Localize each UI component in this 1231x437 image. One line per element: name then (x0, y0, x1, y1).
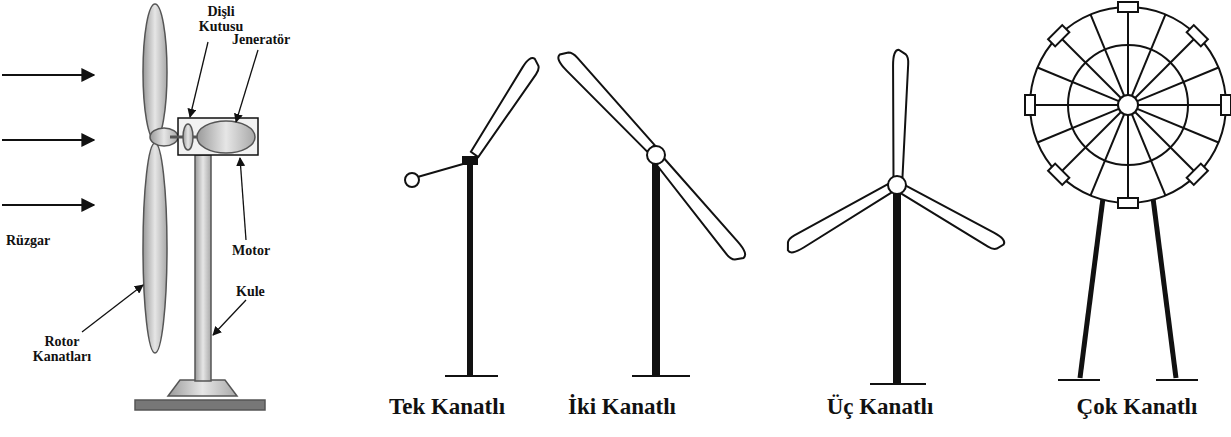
counterweight-arm (414, 162, 470, 178)
counterweight (405, 173, 419, 187)
spoke (1030, 104, 1118, 106)
caption-label: İki Kanatlı (568, 394, 676, 419)
two-blade-turbine (556, 46, 748, 376)
nacelle (178, 118, 258, 155)
wind-arrow (2, 74, 94, 76)
leader-line (240, 158, 246, 240)
hub (647, 146, 665, 164)
part-label: Rotor Kanatları (22, 334, 102, 365)
generator (197, 121, 255, 153)
caption-label: Tek Kanatlı (389, 394, 505, 419)
hub (1118, 95, 1138, 115)
wind-arrow (2, 204, 94, 206)
spoke (1137, 67, 1218, 101)
paddle (1048, 25, 1069, 46)
leg (1080, 198, 1103, 378)
caption-label: Çok Kanatlı (1077, 394, 1198, 419)
blade (783, 184, 896, 255)
wind-arrows (2, 75, 94, 205)
outer-rim (1030, 7, 1226, 203)
leader-line (190, 42, 208, 117)
part-label: Rüzgar (6, 233, 50, 248)
spoke (1090, 14, 1124, 95)
leader-lines (82, 42, 258, 335)
pole (467, 162, 473, 376)
turbine-detail (135, 4, 265, 410)
leg (1153, 198, 1176, 378)
base-line (1058, 379, 1100, 381)
blade (465, 56, 544, 157)
spokes (1025, 2, 1231, 208)
part-label: Jeneratör (232, 32, 290, 47)
pole (893, 188, 901, 384)
spoke (1037, 109, 1118, 143)
tower-base (168, 380, 237, 396)
rotor-blade (143, 143, 167, 353)
paddle (1221, 95, 1231, 115)
caption-label: Üç Kanatlı (827, 394, 934, 419)
spoke (1132, 114, 1166, 195)
part-label: Kule (236, 284, 265, 299)
three-blade-turbine (783, 50, 1007, 384)
ground (135, 400, 265, 410)
hub (462, 156, 478, 165)
pole (652, 158, 660, 376)
leader-line (82, 285, 143, 332)
blade (657, 154, 748, 265)
paddle (1048, 164, 1069, 185)
paddle (1118, 2, 1138, 12)
leader-line (236, 50, 258, 122)
base-line (632, 375, 690, 377)
spoke (1127, 7, 1129, 95)
multi-blade-turbine (1025, 2, 1231, 380)
paddle (1025, 95, 1035, 115)
tower (195, 155, 211, 381)
part-label: Dişli Kutusu (190, 4, 252, 35)
paddle (1187, 25, 1208, 46)
paddle (1187, 164, 1208, 185)
blade (556, 46, 655, 156)
spoke (1138, 104, 1226, 106)
part-label: Motor (232, 243, 270, 258)
paddle (1118, 198, 1138, 208)
rotor-blade (143, 4, 167, 140)
base-line (1156, 379, 1198, 381)
hub (888, 176, 906, 194)
spoke (1127, 115, 1129, 203)
wind-arrow (2, 139, 94, 141)
gearbox (183, 124, 193, 150)
blade (901, 179, 1007, 253)
blade (886, 50, 910, 178)
single-blade-turbine (405, 56, 544, 376)
leader-line (213, 300, 246, 335)
